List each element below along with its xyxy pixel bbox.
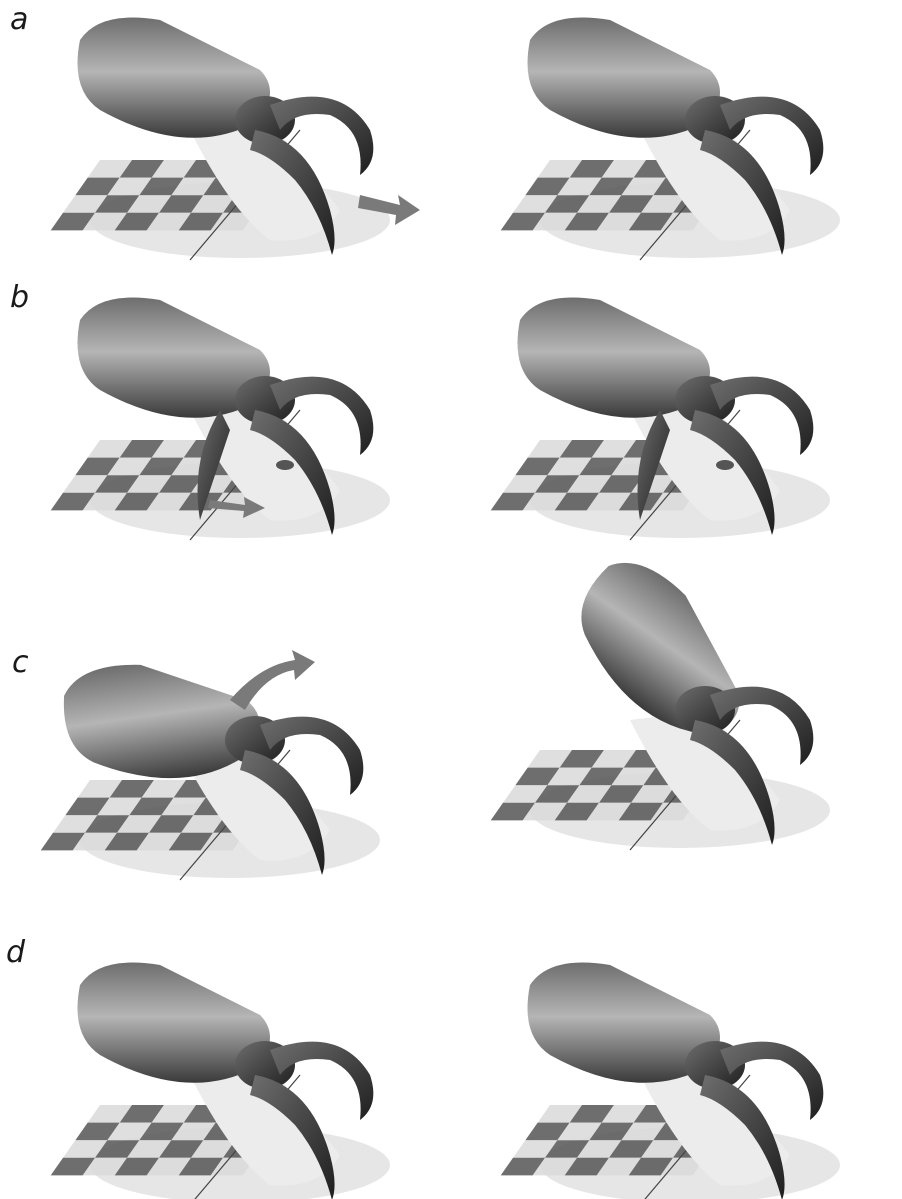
row-c: c: [0, 590, 902, 920]
row-a: a: [0, 0, 902, 290]
leg-tip: [716, 460, 734, 470]
panel-b-right: [480, 290, 880, 570]
leg-tip: [276, 460, 294, 470]
panel-d-right: [490, 955, 890, 1199]
panel-d-left: [40, 955, 440, 1199]
panel-c-left: [30, 630, 430, 920]
panel-b-left: [40, 290, 440, 570]
row-b: b: [0, 280, 902, 580]
panel-a-left: [40, 10, 440, 280]
row-label-b: b: [10, 280, 29, 315]
row-label-c: c: [12, 645, 29, 680]
row-d: d: [0, 935, 902, 1199]
row-label-a: a: [10, 2, 28, 37]
panel-a-right: [490, 10, 890, 280]
row-label-d: d: [6, 935, 25, 970]
rotation-arrow: [230, 650, 315, 710]
panel-c-right: [480, 600, 880, 920]
